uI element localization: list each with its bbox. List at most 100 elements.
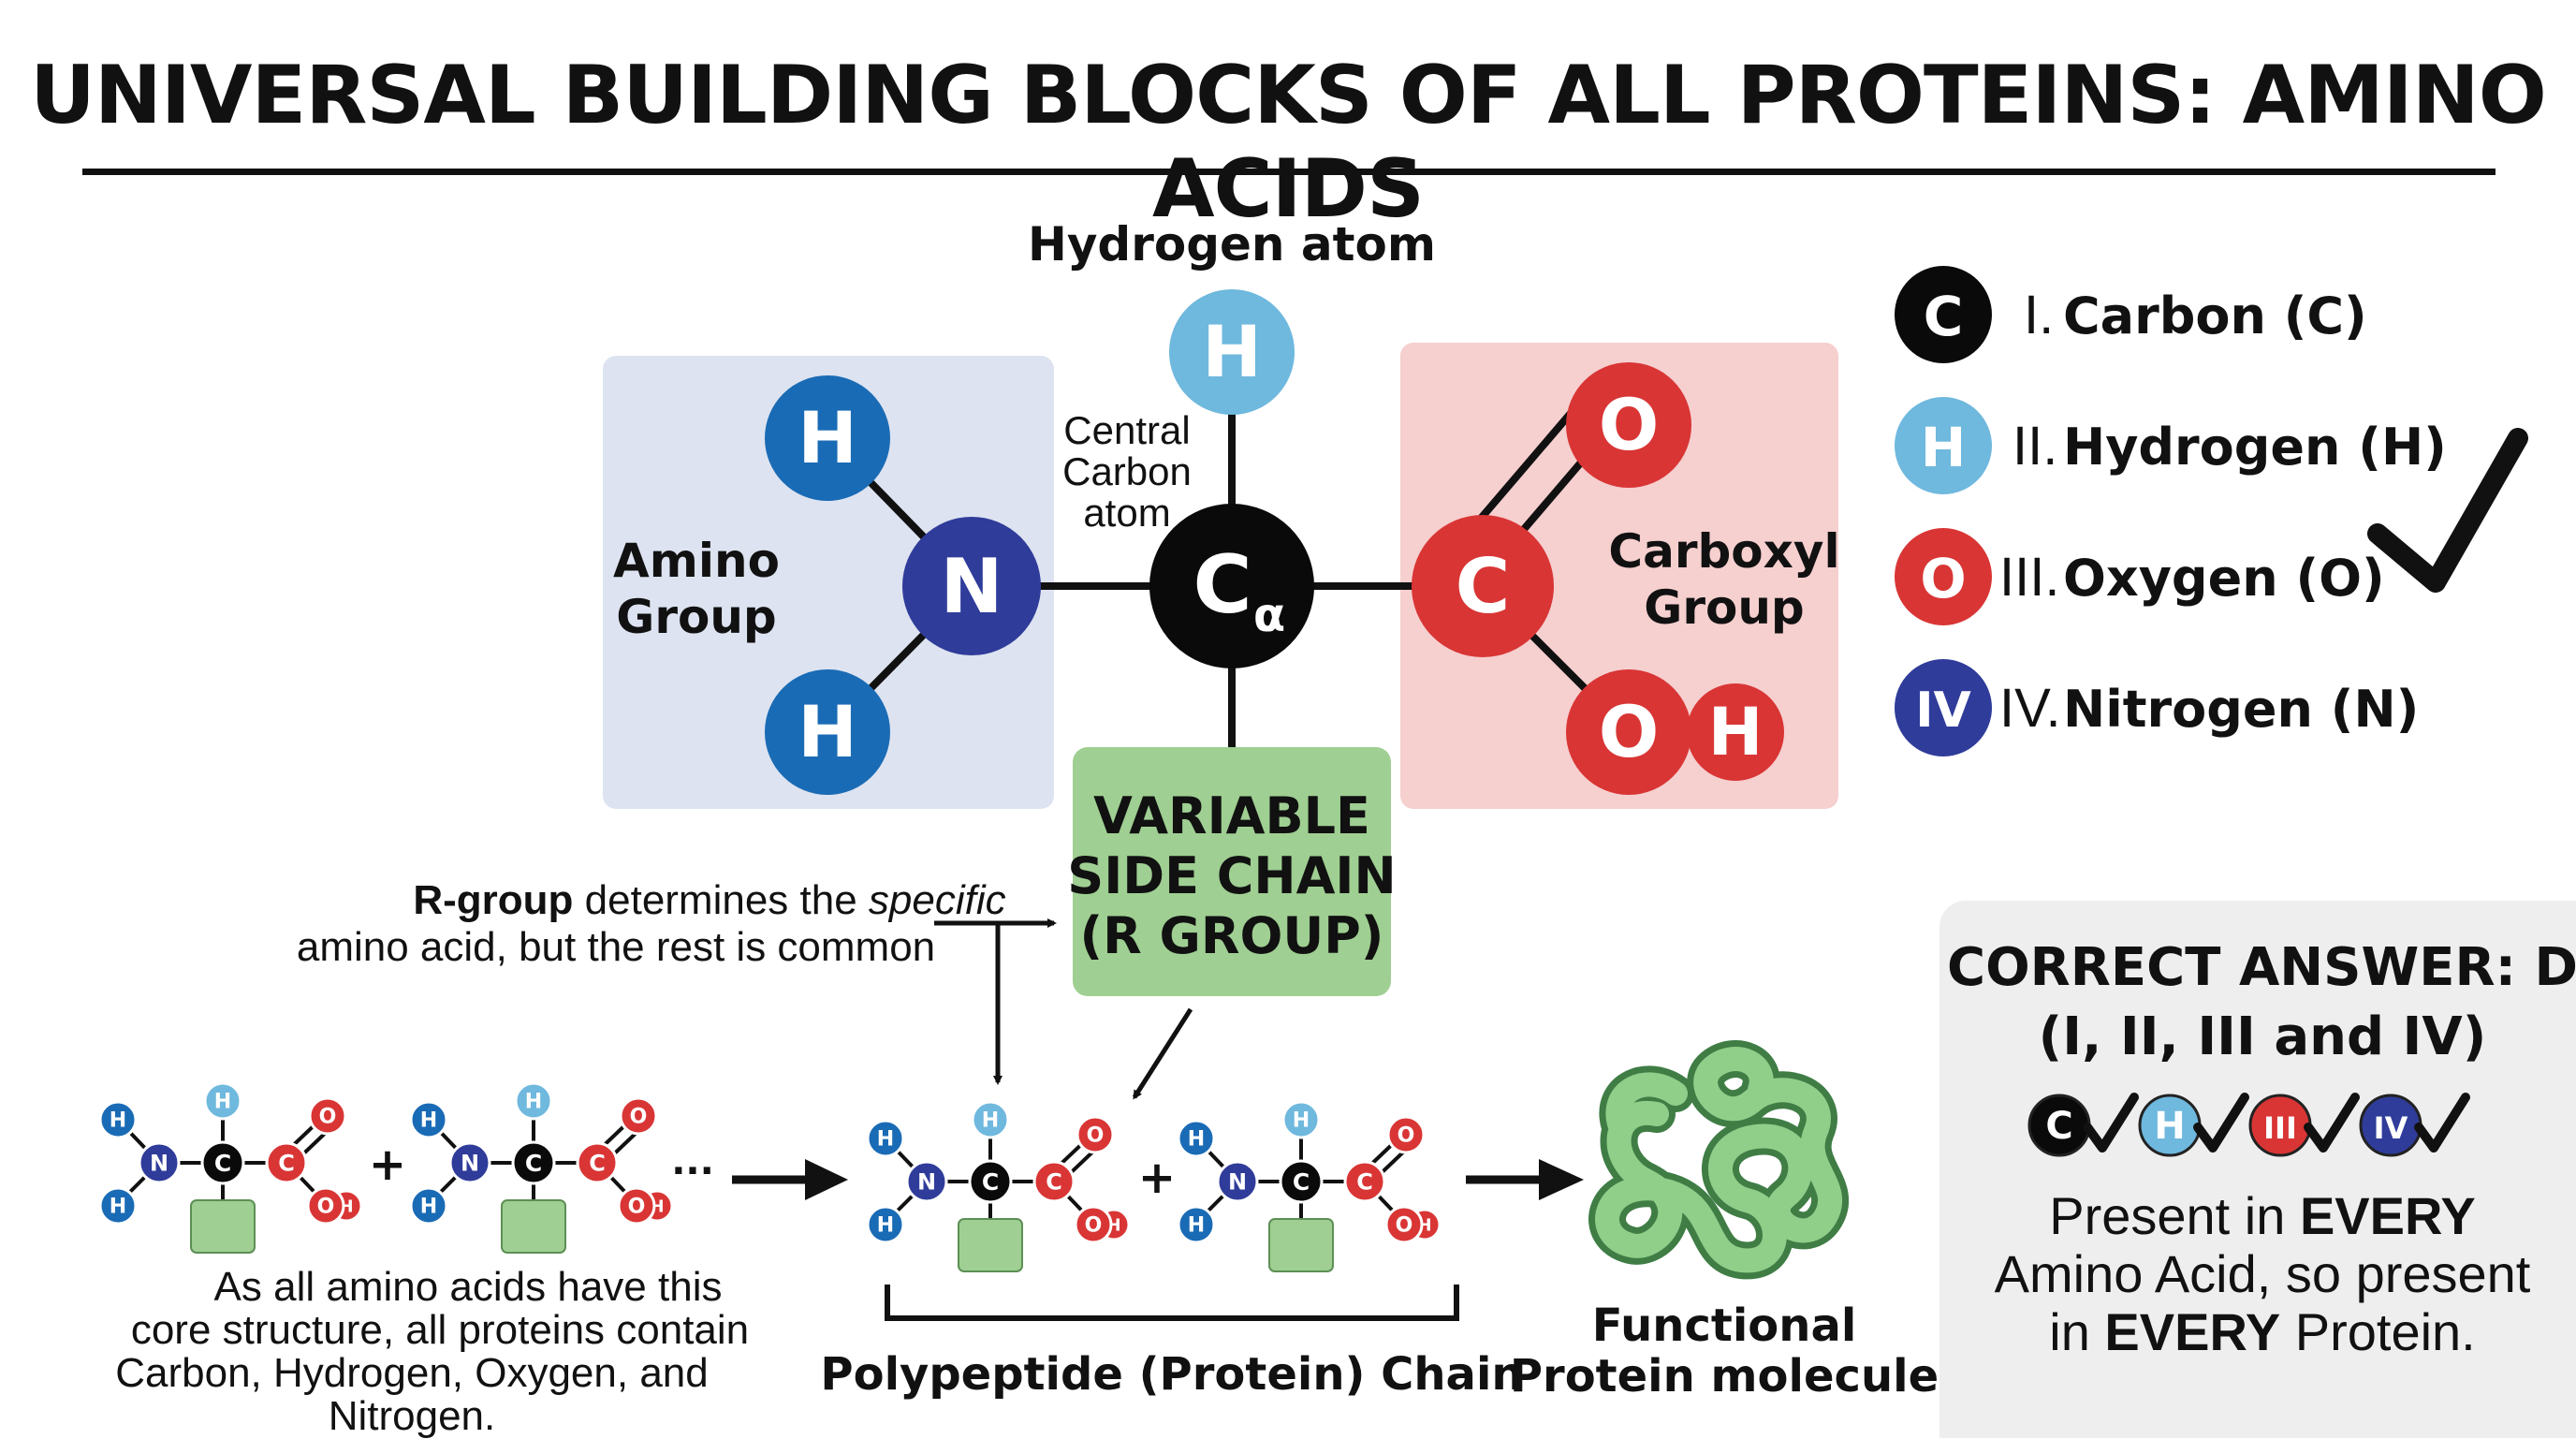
r-group-note-part1: determines the <box>573 877 869 923</box>
answer-title-line-1: CORRECT ANSWER: D <box>1946 937 2576 998</box>
mini-r-group-3 <box>958 1218 1023 1272</box>
mini-n-1: N <box>138 1141 181 1184</box>
mini-c-alpha-4: C <box>1279 1159 1324 1204</box>
atom-c-alpha: C α <box>1149 504 1314 668</box>
atom-h-top-label: H <box>1202 310 1262 393</box>
legend-nitrogen-name: Nitrogen (N) <box>2063 680 2419 739</box>
mini-h-amino-top-2: H <box>409 1100 448 1139</box>
answer-check-icon-2 <box>2193 1093 2249 1153</box>
protein-label-2: Protein molecule <box>1510 1350 1939 1402</box>
r-group-label-3: (R GROUP) <box>1080 906 1384 965</box>
mini-oh-o-1: O <box>306 1186 345 1226</box>
mini-o-3: O <box>1076 1115 1115 1154</box>
core-structure-note: As all amino acids have this core struct… <box>56 1266 768 1438</box>
mini-c-carboxyl-1-label: C <box>278 1150 295 1176</box>
mini-h-amino-top-4: H <box>1177 1119 1216 1158</box>
title-underline <box>82 169 2496 175</box>
mini-n-3: N <box>905 1160 948 1203</box>
legend-item-oxygen: O III. Oxygen (O) <box>1895 528 2385 625</box>
answer-body: Present in EVERY Amino Acid, so present … <box>1939 1187 2576 1361</box>
mini-h-amino-bottom-1-label: H <box>110 1196 126 1219</box>
mini-c-carboxyl-3-label: C <box>1046 1168 1062 1195</box>
mini-o-1: O <box>308 1096 347 1136</box>
atom-h-amino-top: H <box>765 375 890 501</box>
central-carbon-label-3: atom <box>1083 491 1170 535</box>
legend-nitrogen-badge: IV <box>1915 683 1971 739</box>
atom-h-top: H <box>1169 289 1295 415</box>
answer-body-line-1-bold: EVERY <box>2299 1186 2476 1245</box>
answer-body-line-2: Amino Acid, so present <box>1994 1244 2531 1303</box>
mini-h-amino-bottom-1: H <box>98 1186 138 1226</box>
r-group-box <box>1073 747 1391 996</box>
mini-c-alpha-3: C <box>968 1159 1013 1204</box>
mini-h-top-4-label: H <box>1293 1109 1310 1133</box>
mini-oh-o-4-label: O <box>1396 1214 1413 1238</box>
legend-item-hydrogen: H II. Hydrogen (H) <box>1895 397 2447 494</box>
mini-c-carboxyl-1: C <box>265 1141 308 1184</box>
amino-group-label-1: Amino <box>613 534 780 588</box>
mini-r-group-4 <box>1268 1218 1334 1272</box>
legend-hydrogen-badge: H <box>1921 416 1967 479</box>
answer-body-line-1-pre: Present in <box>2049 1186 2300 1245</box>
mini-n-4-label: N <box>1228 1168 1247 1195</box>
central-carbon-label-2: Carbon <box>1062 449 1192 493</box>
answer-body-line-3-pre: in <box>2049 1302 2105 1361</box>
legend-hydrogen-name: Hydrogen (H) <box>2063 418 2447 477</box>
atom-c-carboxyl-label: C <box>1456 543 1511 630</box>
mini-c-alpha-2-label: C <box>525 1150 542 1177</box>
mini-h-amino-bottom-2-label: H <box>420 1196 437 1219</box>
mini-oh-o-3: O <box>1074 1205 1113 1244</box>
atom-oh-h-label: H <box>1708 694 1764 771</box>
answer-badge-3-label: III <box>2263 1110 2297 1146</box>
page-title: UNIVERSAL BUILDING BLOCKS OF ALL PROTEIN… <box>30 49 2547 236</box>
answer-check-icon-4 <box>2414 1093 2470 1153</box>
arrow-to-protein-head <box>1539 1159 1584 1200</box>
bond-c-o-double-a <box>1464 401 1582 537</box>
mini-c-alpha-1-label: C <box>214 1150 231 1177</box>
answer-title-line-2: (I, II, III and IV) <box>2038 1006 2487 1067</box>
mini-r-group-2 <box>501 1199 566 1254</box>
atom-c-alpha-subscript: α <box>1253 588 1285 642</box>
protein-label-1: Functional <box>1592 1300 1857 1352</box>
mini-o-4-label: O <box>1398 1124 1415 1148</box>
mini-h-amino-bottom-4: H <box>1177 1205 1216 1244</box>
mini-c-alpha-1: C <box>200 1140 245 1185</box>
legend-carbon-numeral: I. <box>2024 285 2054 345</box>
atom-n-label: N <box>941 543 1003 630</box>
core-note-line-3: Carbon, Hydrogen, Oxygen, and Nitrogen. <box>115 1350 709 1439</box>
legend-oxygen-name: Oxygen (O) <box>2063 549 2385 608</box>
answer-body-line-3: in EVERY Protein. <box>1939 1303 2576 1361</box>
answer-badge-1: C <box>2027 1093 2139 1157</box>
mini-h-top-3: H <box>971 1100 1010 1139</box>
plus-sign-left: + <box>369 1138 406 1191</box>
atom-o-double-label: O <box>1599 383 1660 466</box>
legend-hydrogen-numeral: II. <box>2012 416 2057 477</box>
legend: C I. Carbon (C) H II. Hydrogen (H) O III… <box>1895 266 2447 756</box>
mini-o-1-label: O <box>319 1106 337 1129</box>
mini-h-amino-bottom-3-label: H <box>877 1214 894 1238</box>
legend-item-nitrogen: IV IV. Nitrogen (N) <box>1895 659 2419 756</box>
carboxyl-group-label-2: Group <box>1644 580 1804 635</box>
atom-oh-o-label: O <box>1599 690 1660 773</box>
r-group-label-1: VARIABLE <box>1093 786 1370 845</box>
mini-h-amino-bottom-4-label: H <box>1188 1214 1205 1238</box>
r-group-label-2: SIDE CHAIN <box>1067 846 1396 905</box>
core-note-line-2: core structure, all proteins contain <box>130 1307 750 1353</box>
mini-h-amino-bottom-2: H <box>409 1186 448 1226</box>
mini-o-2: O <box>619 1096 658 1136</box>
answer-body-line-3-bold: EVERY <box>2104 1302 2281 1361</box>
chain-label: Polypeptide (Protein) Chain <box>820 1348 1523 1401</box>
mini-n-2: N <box>448 1141 491 1184</box>
atom-h-amino-bottom-label: H <box>798 690 857 773</box>
central-carbon-label-1: Central <box>1063 408 1190 452</box>
atom-oh: O H <box>1566 669 1784 795</box>
carboxyl-group-label-1: Carboxyl <box>1608 524 1839 579</box>
mini-oh-o-1-label: O <box>317 1196 335 1219</box>
mini-h-amino-top-3: H <box>866 1119 905 1158</box>
